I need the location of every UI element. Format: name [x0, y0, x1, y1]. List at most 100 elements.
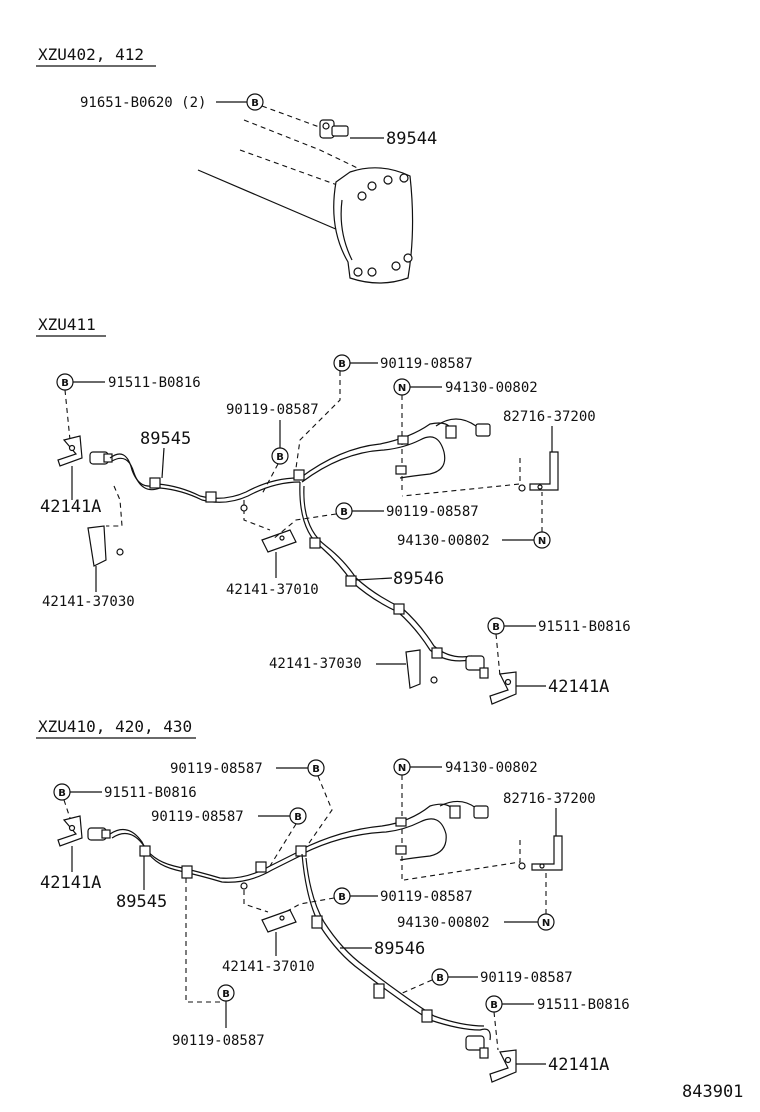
wire-clip	[311, 915, 323, 929]
part-label-90119-08587: 90119-08587	[480, 970, 573, 986]
wire-clip	[393, 603, 405, 615]
nut-n-callout: N	[537, 913, 555, 931]
part-label-89545: 89545	[140, 429, 191, 449]
bracket-42141-37010	[261, 529, 297, 553]
bracket-42141a-left	[57, 435, 83, 467]
svg-text:N: N	[538, 536, 546, 547]
svg-text:B: B	[276, 452, 284, 463]
wire-clip	[255, 861, 267, 873]
part-label-42141-37010: 42141-37010	[222, 959, 315, 975]
speed-sensor-89544	[319, 119, 349, 139]
wire-clip	[421, 1009, 433, 1023]
part-label-91511-b0816: 91511-B0816	[108, 375, 201, 391]
wire-clip	[139, 845, 151, 857]
wire-clip	[309, 537, 321, 549]
svg-text:B: B	[492, 622, 500, 633]
part-label-90119-08587: 90119-08587	[172, 1033, 265, 1049]
section-header: XZU410, 420, 430	[38, 717, 192, 736]
svg-text:B: B	[61, 378, 69, 389]
section-header: XZU402, 412	[38, 45, 144, 64]
bracket-42141a-right	[489, 671, 517, 705]
bracket-82716	[518, 835, 563, 871]
part-label-90119-08587: 90119-08587	[151, 809, 244, 825]
part-label-89545: 89545	[116, 892, 167, 912]
bolt-b-callout: B	[307, 759, 325, 777]
svg-text:B: B	[58, 788, 66, 799]
bolt-b-callout: B	[271, 447, 289, 465]
bracket-42141-37030-right	[405, 649, 438, 689]
bolt-b-callout: B	[333, 354, 351, 372]
svg-text:N: N	[398, 383, 406, 394]
part-label-94130-00802: 94130-00802	[445, 380, 538, 396]
svg-text:B: B	[340, 507, 348, 518]
wire-clip	[345, 575, 357, 587]
svg-text:B: B	[294, 812, 302, 823]
bracket-42141a-right	[489, 1049, 517, 1083]
connector	[445, 425, 457, 439]
wire-clip	[205, 491, 217, 503]
wire-89545	[109, 453, 299, 499]
dash-guide	[261, 105, 323, 129]
part-label-90119-08587: 90119-08587	[380, 889, 473, 905]
wire-clip	[395, 817, 407, 827]
wire-clip	[373, 983, 385, 999]
wire-clip	[295, 845, 307, 857]
part-label-82716-37200: 82716-37200	[503, 791, 596, 807]
part-label-42141a: 42141A	[40, 873, 101, 893]
connector	[475, 423, 491, 437]
part-label-91511-b0816: 91511-B0816	[538, 619, 631, 635]
svg-text:N: N	[542, 918, 550, 929]
wire-clip	[293, 469, 305, 481]
part-label-91511-b0816: 91511-B0816	[537, 997, 630, 1013]
bolt-b-callout: B	[289, 807, 307, 825]
part-label-90119-08587: 90119-08587	[226, 402, 319, 418]
svg-text:B: B	[222, 989, 230, 1000]
bolt-b-callout: B	[333, 887, 351, 905]
section-header: XZU411	[38, 315, 96, 334]
part-label-42141-37010: 42141-37010	[226, 582, 319, 598]
wire-clip	[395, 465, 407, 475]
svg-text:B: B	[251, 98, 259, 109]
bolt-b-callout: B	[335, 502, 353, 520]
svg-text:B: B	[338, 892, 346, 903]
svg-text:B: B	[436, 973, 444, 984]
svg-text:B: B	[312, 764, 320, 775]
bolt-b-callout: B	[431, 968, 449, 986]
section-xzu410-420-430: XZU410, 420, 430 90119-08587 B N 94130-0…	[36, 717, 630, 1083]
bolt	[240, 882, 248, 890]
part-label-89546: 89546	[374, 939, 425, 959]
svg-text:B: B	[338, 359, 346, 370]
part-label-91511-b0816: 91511-B0816	[104, 785, 197, 801]
part-label-94130-00802: 94130-00802	[445, 760, 538, 776]
bolt-b-callout: B	[217, 984, 235, 1002]
speed-sensor-left	[89, 451, 113, 465]
part-label-82716-37200: 82716-37200	[503, 409, 596, 425]
part-label-89546: 89546	[393, 569, 444, 589]
wire-89545	[109, 828, 303, 879]
part-label-91651-b0620: 91651-B0620 (2)	[80, 95, 206, 111]
bracket-42141-37010	[261, 909, 297, 933]
part-label-42141a: 42141A	[40, 497, 101, 517]
bolt-b-callout: B	[246, 93, 264, 111]
dash-guide	[243, 119, 373, 176]
part-label-90119-08587: 90119-08587	[380, 356, 473, 372]
bracket-42141a-left	[57, 815, 83, 847]
nut-n-callout: N	[393, 378, 411, 396]
bolt-b-callout: B	[56, 373, 74, 391]
nut-n-callout: N	[393, 758, 411, 776]
bracket-42141-37030-left	[87, 525, 124, 567]
svg-text:N: N	[398, 763, 406, 774]
part-label-90119-08587: 90119-08587	[170, 761, 263, 777]
speed-sensor-rear	[465, 655, 489, 679]
connector	[473, 805, 489, 819]
speed-sensor-rear	[465, 1035, 489, 1059]
part-label-42141-37030: 42141-37030	[42, 594, 135, 610]
wire-clip	[181, 865, 193, 879]
bracket-82716	[518, 451, 559, 492]
part-label-42141-37030: 42141-37030	[269, 656, 362, 672]
part-label-94130-00802: 94130-00802	[397, 915, 490, 931]
section-xzu411: XZU411 B 91511-B0816 42141A 89545	[36, 315, 631, 705]
part-label-42141a: 42141A	[548, 677, 609, 697]
part-label-42141a: 42141A	[548, 1055, 609, 1075]
